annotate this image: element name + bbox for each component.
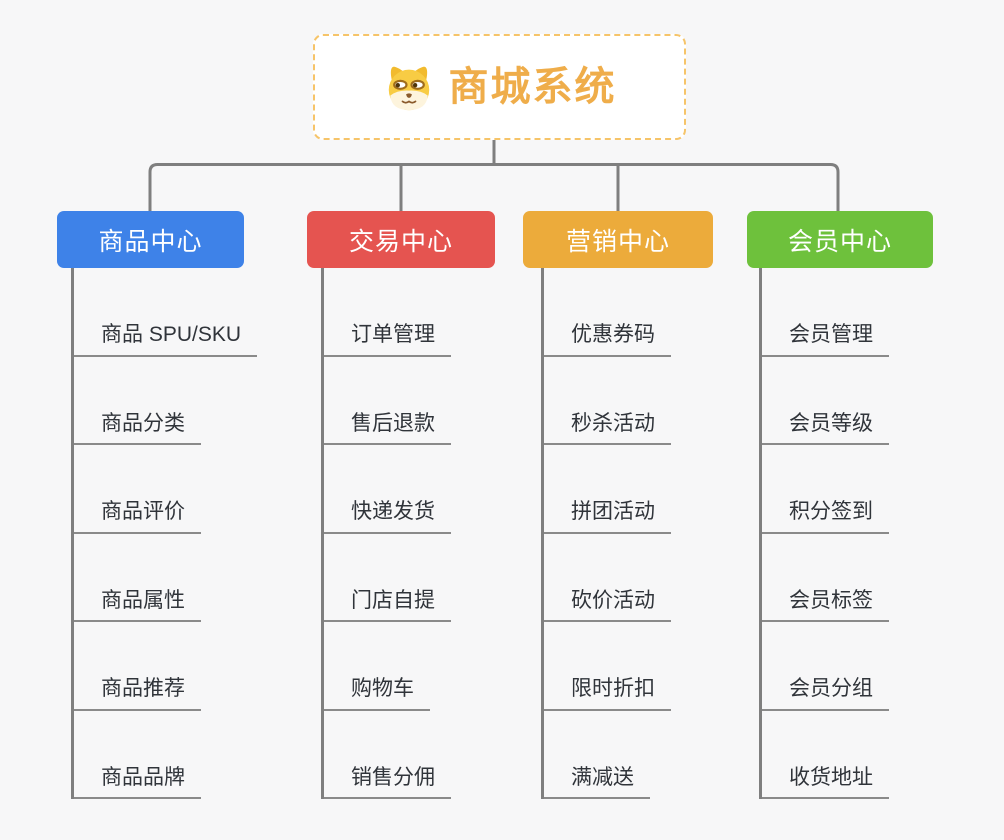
leaf-node[interactable]: 会员分组 [759, 676, 889, 711]
leaf-node[interactable]: 优惠券码 [541, 322, 671, 357]
leaf-node[interactable]: 订单管理 [321, 322, 451, 357]
leaf-node[interactable]: 商品评价 [71, 499, 201, 534]
leaf-node[interactable]: 秒杀活动 [541, 411, 671, 445]
branch-node-member-center[interactable]: 会员中心 [747, 211, 933, 268]
leaf-node[interactable]: 限时折扣 [541, 676, 671, 711]
branch-trunk-line [71, 268, 74, 799]
dog-face-icon [388, 66, 429, 111]
leaf-node[interactable]: 商品属性 [71, 588, 201, 622]
leaf-node[interactable]: 拼团活动 [541, 499, 671, 534]
leaf-node[interactable]: 商品 SPU/SKU [71, 322, 258, 357]
leaf-node[interactable]: 积分签到 [759, 499, 889, 534]
branch-items-marketing-center: 优惠券码 秒杀活动 拼团活动 砍价活动 限时折扣 满减送 [541, 268, 671, 799]
branch-node-marketing-center[interactable]: 营销中心 [523, 211, 713, 268]
branch-items-member-center: 会员管理 会员等级 积分签到 会员标签 会员分组 收货地址 [759, 268, 889, 799]
leaf-node[interactable]: 满减送 [541, 765, 650, 799]
root-node[interactable]: 商城系统 [313, 34, 686, 140]
leaf-node[interactable]: 会员标签 [759, 588, 889, 622]
leaf-node[interactable]: 会员管理 [759, 322, 889, 357]
leaf-node[interactable]: 商品品牌 [71, 765, 201, 799]
leaf-node[interactable]: 门店自提 [321, 588, 451, 622]
leaf-node[interactable]: 砍价活动 [541, 588, 671, 622]
branch-trunk-line [759, 268, 762, 799]
branch-items-product-center: 商品 SPU/SKU 商品分类 商品评价 商品属性 商品推荐 商品品牌 [71, 268, 258, 799]
branch-node-product-center[interactable]: 商品中心 [57, 211, 244, 268]
branch-trunk-line [321, 268, 324, 799]
root-node-title: 商城系统 [448, 65, 617, 109]
leaf-node[interactable]: 商品推荐 [71, 676, 201, 711]
leaf-node[interactable]: 快递发货 [321, 499, 451, 534]
branch-node-trade-center[interactable]: 交易中心 [307, 211, 495, 268]
leaf-node[interactable]: 销售分佣 [321, 765, 451, 799]
leaf-node[interactable]: 购物车 [321, 676, 430, 711]
leaf-node[interactable]: 售后退款 [321, 411, 451, 445]
leaf-node[interactable]: 商品分类 [71, 411, 201, 445]
leaf-node[interactable]: 会员等级 [759, 411, 889, 445]
branch-items-trade-center: 订单管理 售后退款 快递发货 门店自提 购物车 销售分佣 [321, 268, 451, 799]
leaf-node[interactable]: 收货地址 [759, 765, 889, 799]
branch-trunk-line [541, 268, 544, 799]
